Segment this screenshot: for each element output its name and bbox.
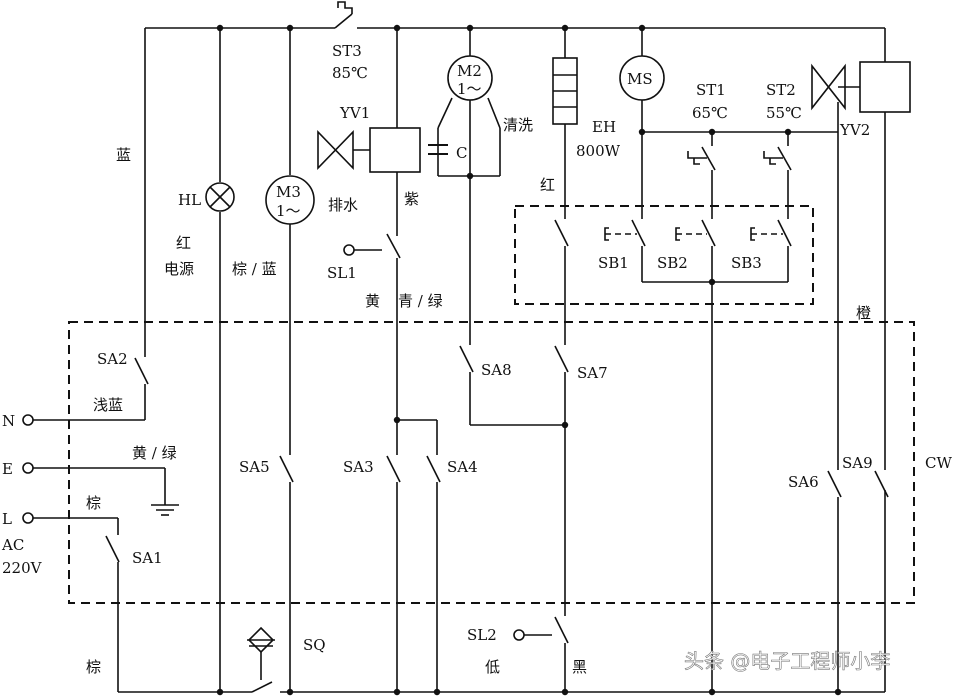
yv2-branch — [827, 102, 889, 692]
sa3-label: SA3 — [343, 458, 374, 476]
m2-label: M2 — [457, 62, 482, 80]
sa8-label: SA8 — [481, 361, 512, 379]
solenoid-valve-yv2-icon — [811, 61, 911, 113]
watermark-text: 头条 @电子工程师小李 — [684, 649, 890, 673]
terminal-sl1[interactable] — [343, 244, 355, 256]
ac-label: AC — [1, 536, 24, 554]
eh-power-label: 800W — [576, 142, 621, 160]
wire-color-light-blue: 浅蓝 — [93, 396, 123, 414]
sa4-label: SA4 — [447, 458, 478, 476]
sa1-label: SA1 — [132, 549, 163, 567]
m3-sub-label: 1～ — [276, 202, 301, 220]
terminal-sl2[interactable] — [513, 629, 525, 641]
wash-label: 清洗 — [503, 116, 533, 134]
terminal-l-label: L — [2, 510, 12, 528]
wire-color-yellow: 黄 — [365, 292, 380, 310]
wire-color-black: 黑 — [572, 658, 587, 676]
voltage-label: 220V — [2, 559, 43, 577]
live-wire — [33, 517, 120, 692]
hl-label: HL — [178, 191, 201, 209]
st3-label: ST3 — [332, 42, 362, 60]
cw-timer-switch-box — [68, 321, 915, 604]
wire-color-purple: 紫 — [404, 190, 419, 208]
terminal-n[interactable] — [22, 414, 34, 426]
st1-label: ST1 — [696, 81, 726, 99]
ms-label: MS — [627, 70, 653, 88]
sb-pushbutton-actuators — [604, 227, 783, 241]
m3-motor-icon — [265, 175, 315, 225]
sq-label: SQ — [303, 636, 326, 654]
door-switch-icon — [247, 626, 275, 693]
sl2-label: SL2 — [467, 626, 497, 644]
sa7-label: SA7 — [577, 364, 608, 382]
st3-thermostat-symbol — [334, 1, 353, 29]
sa6-label: SA6 — [788, 473, 819, 491]
sa9-label: SA9 — [842, 454, 873, 472]
solenoid-valve-yv1-icon — [317, 127, 421, 173]
m2-sub-label: 1～ — [457, 80, 482, 98]
ms-timer-motor-icon — [619, 55, 665, 101]
low-label: 低 — [485, 658, 500, 676]
m3-motor-branch — [279, 28, 294, 692]
st2-temp-label: 55℃ — [766, 104, 802, 122]
indicator-lamp-icon — [205, 182, 235, 212]
eh-heater-branch — [524, 28, 569, 692]
sb2-label: SB2 — [657, 254, 688, 272]
sb1-label: SB1 — [598, 254, 629, 272]
heater-element-icon — [552, 57, 578, 125]
terminal-l[interactable] — [22, 512, 34, 524]
wire-color-orange: 橙 — [856, 304, 871, 322]
wire-color-yellow-green: 黄 / 绿 — [132, 444, 177, 462]
m2-motor-icon — [447, 55, 493, 101]
yv1-label: YV1 — [339, 104, 370, 122]
cw-label: CW — [925, 454, 952, 472]
terminal-e[interactable] — [22, 462, 34, 474]
terminal-n-label: N — [2, 412, 15, 430]
st1-thermostat-branch — [687, 132, 716, 692]
bottom-bus — [118, 112, 886, 693]
ground-icon — [151, 504, 179, 516]
wire-color-cyan-green: 青 / 绿 — [398, 292, 443, 310]
wire-color-blue: 蓝 — [116, 146, 131, 164]
st2-label: ST2 — [766, 81, 796, 99]
junction-dots — [216, 24, 842, 696]
wire-color-red-top: 红 — [540, 176, 555, 194]
blue-wire — [33, 28, 149, 421]
m2-motor-branch — [437, 28, 565, 426]
sa5-label: SA5 — [239, 458, 270, 476]
yv2-label: YV2 — [839, 121, 870, 139]
capacitor-icon — [428, 144, 448, 155]
wire-color-red: 红 — [176, 234, 191, 252]
wire-color-brown-top: 棕 — [86, 494, 101, 512]
earth-wire — [33, 467, 166, 505]
wire-color-brown-bottom: 棕 — [86, 658, 101, 676]
ms-timer-branch — [631, 28, 838, 283]
sb3-label: SB3 — [731, 254, 762, 272]
power-label: 电源 — [164, 260, 194, 278]
capacitor-label: C — [456, 144, 467, 162]
drain-label: 排水 — [328, 196, 358, 214]
m3-label: M3 — [276, 183, 301, 201]
st2-thermostat-branch — [763, 132, 792, 282]
st3-temp-label: 85℃ — [332, 64, 368, 82]
sa2-label: SA2 — [97, 350, 128, 368]
terminal-e-label: E — [2, 460, 13, 478]
sl1-label: SL1 — [327, 264, 357, 282]
st1-temp-label: 65℃ — [692, 104, 728, 122]
wire-color-brown-blue: 棕 / 蓝 — [232, 260, 277, 278]
top-bus — [145, 27, 886, 62]
eh-label: EH — [592, 118, 616, 136]
pushbutton-box — [514, 205, 814, 305]
